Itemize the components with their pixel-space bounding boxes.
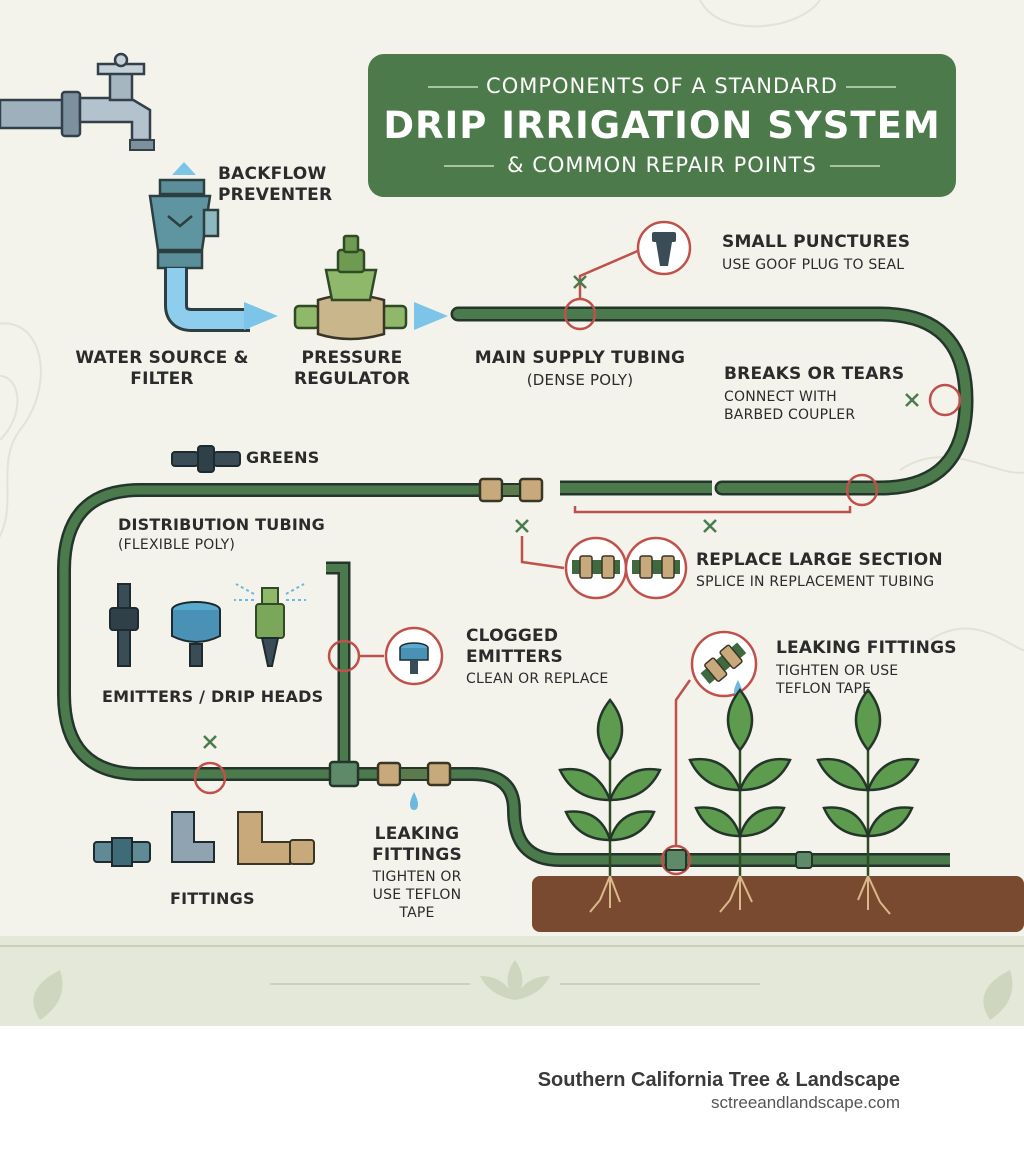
label-water-source: WATER SOURCE & FILTER: [75, 348, 249, 389]
label-replace-section-fix: SPLICE IN REPLACEMENT TUBING: [696, 574, 935, 590]
leaf-decoration: [33, 960, 1013, 1020]
label-main-supply-sub: (DENSE POLY): [526, 371, 634, 389]
couplers-top: [478, 477, 544, 503]
title-rule: [428, 86, 478, 88]
label-distribution: DISTRIBUTION TUBING: [118, 515, 325, 534]
label-leaking-center-fix: TIGHTEN OR USE TEFLON TAPE: [372, 869, 462, 921]
label-backflow-preventer: BACKFLOW PREVENTER: [218, 164, 333, 205]
label-clogged: CLOGGED EMITTERS: [466, 626, 563, 667]
label-breaks: BREAKS OR TEARS: [724, 364, 905, 384]
repair-markers: [193, 248, 962, 876]
label-leaking-right-fix: TIGHTEN OR USE TEFLON TAPE: [776, 663, 899, 697]
main-supply-tubing: [450, 306, 974, 496]
backflow-preventer: [148, 178, 220, 270]
contour-lines: [0, 0, 1024, 652]
pressure-regulator: [293, 234, 408, 341]
label-greens: GREENS: [246, 448, 320, 467]
couplers-bottom: [376, 761, 452, 787]
label-main-supply: MAIN SUPPLY TUBING: [474, 348, 686, 368]
leak-drop: [410, 792, 418, 810]
flow-arrow-1: [244, 302, 278, 330]
x-marks: [203, 275, 919, 749]
greens-coupler-icon: [171, 445, 241, 473]
fittings-icons: [93, 811, 315, 867]
label-leaking-center: LEAKING FITTINGS: [372, 824, 462, 865]
emitter-sprayer-icon: [234, 583, 306, 667]
soil-bed: [532, 876, 1024, 932]
replace-section-icons: [564, 536, 688, 600]
label-fittings: FITTINGS: [170, 889, 255, 908]
title-rule: [830, 165, 880, 167]
title-line-1: COMPONENTS OF A STANDARD: [486, 74, 838, 98]
plants: [558, 687, 920, 915]
label-distribution-sub: (FLEXIBLE POLY): [118, 537, 235, 553]
title-rule: [846, 86, 896, 88]
flow-arrow-2: [414, 302, 448, 330]
title-panel: COMPONENTS OF A STANDARD DRIP IRRIGATION…: [368, 54, 956, 197]
label-breaks-fix: CONNECT WITH BARBED COUPLER: [724, 389, 856, 423]
label-replace-section: REPLACE LARGE SECTION: [696, 550, 943, 570]
clogged-emitter-icon: [384, 626, 444, 686]
label-emitters: EMITTERS / DRIP HEADS: [102, 687, 324, 706]
drip-line-emitters: [665, 849, 813, 871]
title-line-3: & COMMON REPAIR POINTS: [507, 153, 817, 177]
footer: [0, 1026, 1024, 1154]
emitter-barbed-icon: [109, 583, 139, 667]
company-name: Southern California Tree & Landscape: [537, 1069, 900, 1091]
goof-plug-icon: [636, 220, 692, 276]
company-website[interactable]: sctreeandlandscape.com: [710, 1093, 900, 1112]
faucet: [0, 52, 155, 151]
label-pressure-regulator: PRESSURE REGULATOR: [293, 348, 411, 389]
label-leaking-right: LEAKING FITTINGS: [776, 638, 957, 658]
label-small-punctures: SMALL PUNCTURES: [722, 232, 911, 252]
emitter-button-icon: [171, 601, 221, 667]
leaking-fitting-icon: [690, 630, 758, 698]
label-small-punctures-fix: USE GOOF PLUG TO SEAL: [722, 257, 905, 273]
water-drop-arrow: [172, 162, 196, 175]
title-rule: [444, 165, 494, 167]
label-clogged-fix: CLEAN OR REPLACE: [466, 671, 609, 687]
title-line-2: DRIP IRRIGATION SYSTEM: [383, 104, 941, 147]
tee-fitting: [328, 760, 360, 788]
